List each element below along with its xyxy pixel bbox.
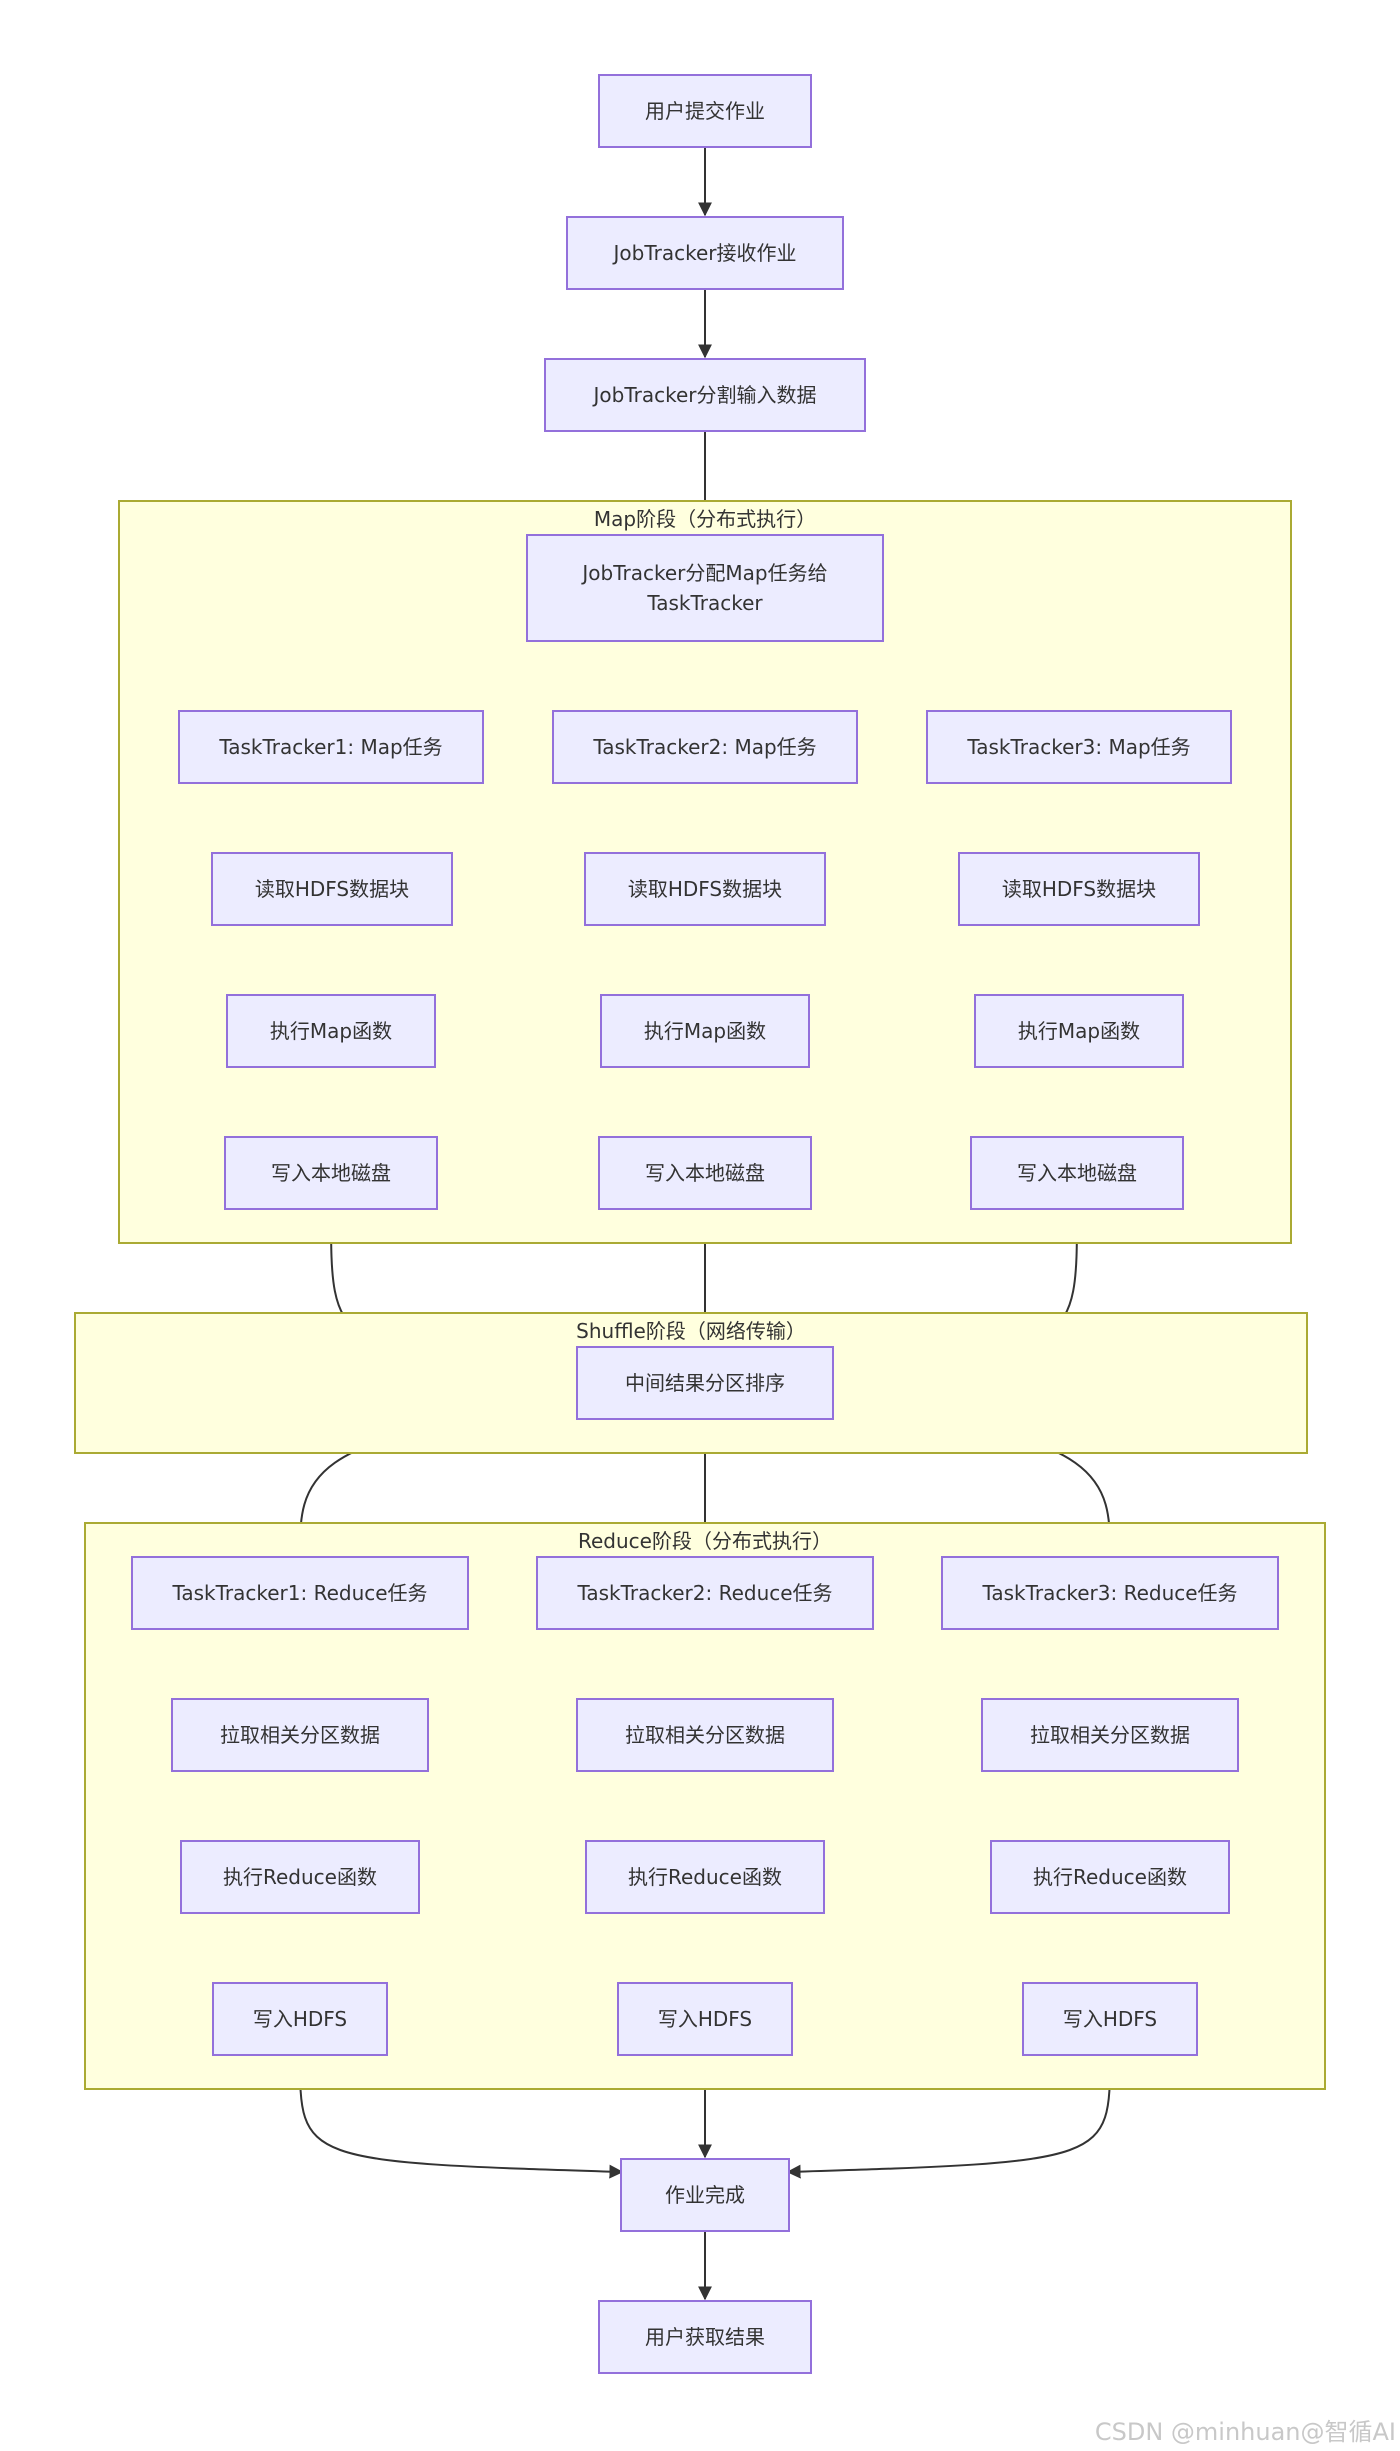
- node-reduce-task-3: TaskTracker3: Reduce任务: [941, 1556, 1279, 1630]
- node-partition-sort: 中间结果分区排序: [576, 1346, 834, 1420]
- node-read-hdfs-2: 读取HDFS数据块: [584, 852, 826, 926]
- node-exec-map-3: 执行Map函数: [974, 994, 1184, 1068]
- node-jobtracker-assign: JobTracker分配Map任务给 TaskTracker: [526, 534, 884, 642]
- node-exec-reduce-2: 执行Reduce函数: [585, 1840, 825, 1914]
- node-jobtracker-split: JobTracker分割输入数据: [544, 358, 866, 432]
- node-exec-reduce-3: 执行Reduce函数: [990, 1840, 1230, 1914]
- edge-whdfs3-to-done: [786, 2055, 1111, 2179]
- node-pull-partition-3: 拉取相关分区数据: [981, 1698, 1239, 1772]
- node-submit-job: 用户提交作业: [598, 74, 812, 148]
- shuffle-stage-title: Shuffle阶段（网络传输）: [576, 1319, 806, 1343]
- node-write-local-2: 写入本地磁盘: [598, 1136, 812, 1210]
- node-pull-partition-2: 拉取相关分区数据: [576, 1698, 834, 1772]
- watermark: CSDN @minhuan@智循AI: [1094, 2418, 1396, 2446]
- reduce-stage-title: Reduce阶段（分布式执行）: [578, 1529, 832, 1553]
- node-map-task-3: TaskTracker3: Map任务: [926, 710, 1232, 784]
- node-exec-reduce-1: 执行Reduce函数: [180, 1840, 420, 1914]
- node-user-get-result: 用户获取结果: [598, 2300, 812, 2374]
- node-reduce-task-2: TaskTracker2: Reduce任务: [536, 1556, 874, 1630]
- node-job-complete: 作业完成: [620, 2158, 790, 2232]
- node-jobtracker-receive: JobTracker接收作业: [566, 216, 844, 290]
- node-write-hdfs-2: 写入HDFS: [617, 1982, 793, 2056]
- node-map-task-1: TaskTracker1: Map任务: [178, 710, 484, 784]
- node-write-hdfs-3: 写入HDFS: [1022, 1982, 1198, 2056]
- node-read-hdfs-1: 读取HDFS数据块: [211, 852, 453, 926]
- map-stage-title: Map阶段（分布式执行）: [593, 507, 817, 531]
- node-exec-map-1: 执行Map函数: [226, 994, 436, 1068]
- node-exec-map-2: 执行Map函数: [600, 994, 810, 1068]
- node-write-local-3: 写入本地磁盘: [970, 1136, 1184, 1210]
- node-write-hdfs-1: 写入HDFS: [212, 1982, 388, 2056]
- node-map-task-2: TaskTracker2: Map任务: [552, 710, 858, 784]
- node-reduce-task-1: TaskTracker1: Reduce任务: [131, 1556, 469, 1630]
- node-write-local-1: 写入本地磁盘: [224, 1136, 438, 1210]
- edge-whdfs1-to-done: [299, 2055, 624, 2179]
- node-pull-partition-1: 拉取相关分区数据: [171, 1698, 429, 1772]
- node-read-hdfs-3: 读取HDFS数据块: [958, 852, 1200, 926]
